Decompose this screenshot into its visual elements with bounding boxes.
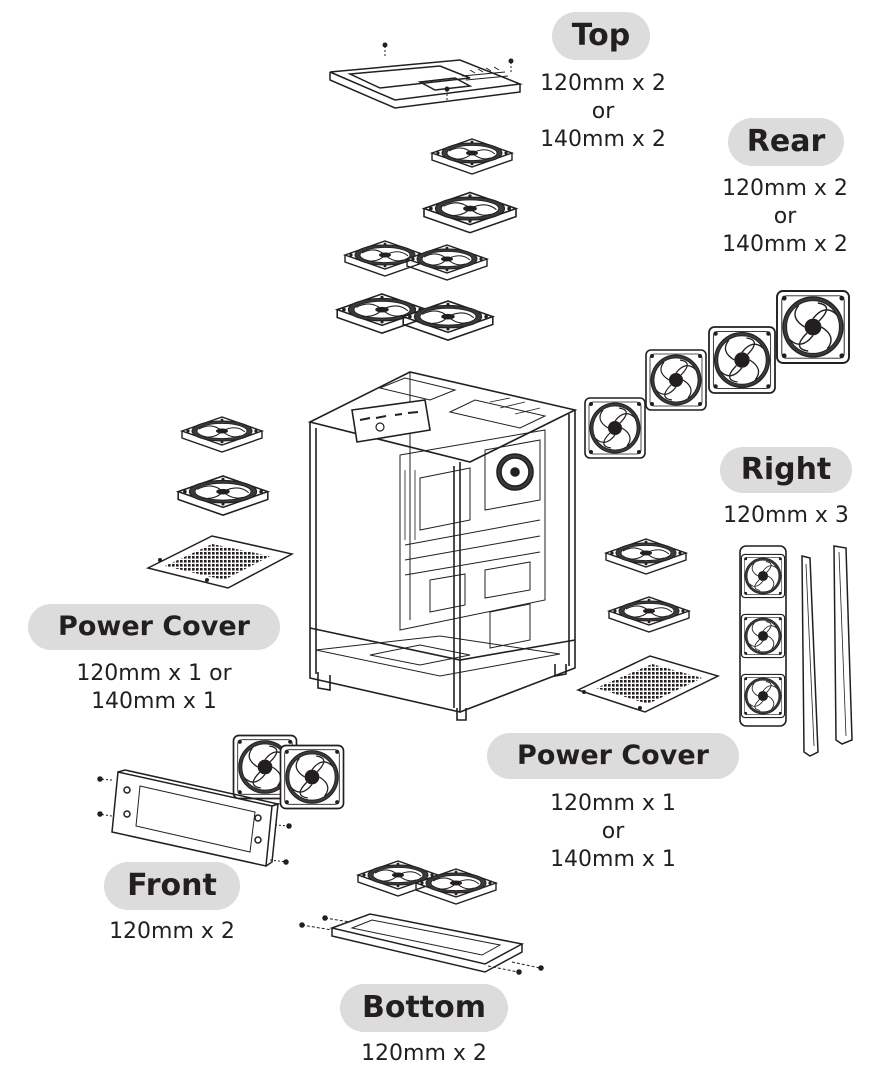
front-spec-line-1: 120mm x 2 <box>109 919 235 944</box>
bottom-spec-line-1: 120mm x 2 <box>361 1041 487 1066</box>
top-label: Top <box>552 12 650 60</box>
front-label: Front <box>104 862 240 910</box>
top-bracket <box>329 59 523 109</box>
top-spec-line-1: 120mm x 2 <box>540 71 666 96</box>
rear-spec-line-3: 140mm x 2 <box>722 232 848 257</box>
bottom-fans <box>357 860 497 905</box>
pc-case <box>307 371 578 721</box>
top-spec-line-3: 140mm x 2 <box>540 127 666 152</box>
power-cover-left-fans <box>177 416 269 516</box>
rear-spec-line-1: 120mm x 2 <box>722 176 848 201</box>
power-cover-right-fans <box>605 538 690 633</box>
power-cover-right-spec-line-2: or <box>601 819 625 844</box>
power-cover-left-spec: 120mm x 1 or 140mm x 1 <box>56 660 252 716</box>
front-spec: 120mm x 2 <box>92 918 252 946</box>
top-spec-line-2: or <box>591 99 615 124</box>
bottom-label: Bottom <box>340 984 508 1032</box>
top-screws <box>382 42 514 100</box>
rear-fans <box>584 290 850 459</box>
rear-spec-line-2: or <box>773 204 797 229</box>
power-cover-left-spec-line-1: 120mm x 1 or <box>76 661 232 686</box>
right-spec: 120mm x 3 <box>706 502 866 530</box>
rear-spec: 120mm x 2 or 140mm x 2 <box>700 175 870 259</box>
power-cover-right-spec: 120mm x 1 or 140mm x 1 <box>527 790 699 874</box>
right-rails <box>801 545 853 757</box>
power-cover-left-spec-line-2: 140mm x 1 <box>91 689 217 714</box>
bottom-spec: 120mm x 2 <box>344 1040 504 1068</box>
power-cover-right-spec-line-3: 140mm x 1 <box>550 847 676 872</box>
power-cover-right-spec-line-1: 120mm x 1 <box>550 791 676 816</box>
right-spec-line-1: 120mm x 3 <box>723 503 849 528</box>
right-label: Right <box>720 447 852 493</box>
power-cover-right-label: Power Cover <box>487 733 739 779</box>
bottom-bracket <box>299 913 544 975</box>
power-cover-right-panel <box>575 655 721 713</box>
right-fans <box>739 545 787 727</box>
top-fans <box>336 138 517 341</box>
rear-label: Rear <box>728 118 844 166</box>
power-cover-left-label: Power Cover <box>28 604 280 650</box>
front-bracket <box>97 769 292 867</box>
power-cover-left-panel <box>145 535 295 589</box>
top-spec: 120mm x 2 or 140mm x 2 <box>520 70 686 154</box>
